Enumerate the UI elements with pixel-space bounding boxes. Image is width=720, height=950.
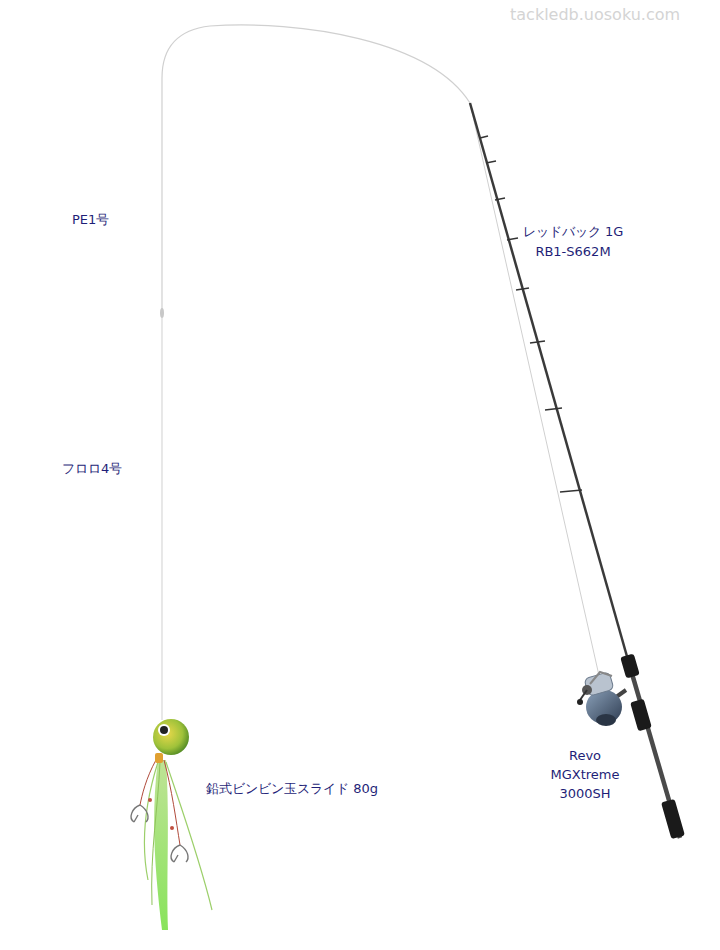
rod-model-label: RB1-S662M <box>535 244 610 260</box>
reel-model-label: MGXtreme <box>550 767 619 783</box>
rod-line <box>470 103 600 680</box>
fore-grip <box>620 653 640 678</box>
rod-blank <box>470 103 628 660</box>
reel-size-label: 3000SH <box>559 786 610 802</box>
line-label: PE1号 <box>72 212 109 228</box>
butt-grip <box>661 799 685 839</box>
rear-grip <box>630 699 652 732</box>
rod-label: レッドバック 1G <box>523 224 623 240</box>
reel-label: Revo <box>569 748 601 764</box>
leader-line <box>161 318 162 720</box>
watermark: tackledb.uosoku.com <box>510 7 680 23</box>
pe-line <box>162 25 470 313</box>
leader-label: フロロ4号 <box>62 461 122 477</box>
rod-guides <box>480 136 582 492</box>
knot <box>160 308 164 318</box>
tai-rubber-lure <box>131 719 212 930</box>
spinning-reel <box>577 672 626 726</box>
lure-label: 鉛式ビンビン玉スライド 80g <box>206 781 378 797</box>
